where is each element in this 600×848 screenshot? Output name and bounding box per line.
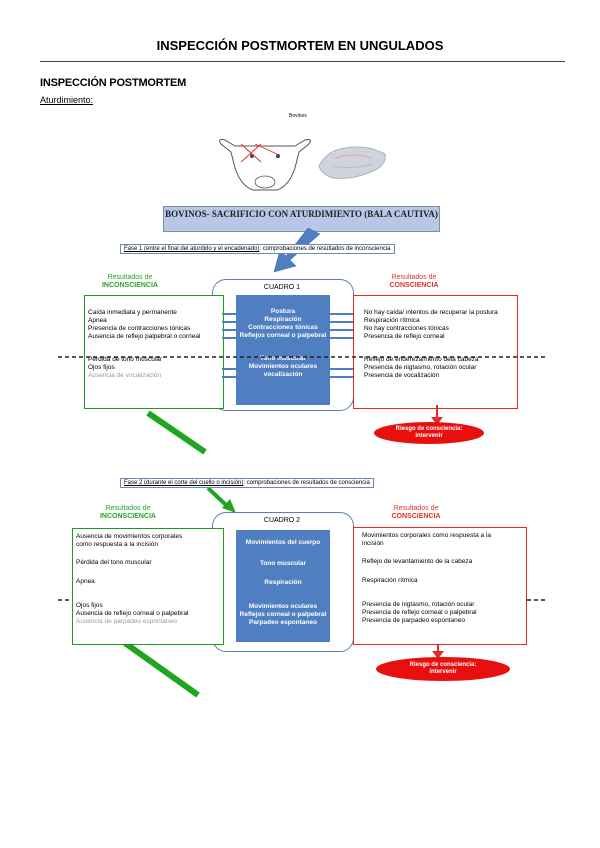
phase2-left-item: Ausencia de movimientos corporales (76, 533, 183, 540)
phase2-right-title: Resultados de CONSCIENCIA (366, 505, 466, 521)
phase2-left-item: como respuesta a la incisión (76, 541, 159, 548)
cuadro2-param: Tono muscular (259, 560, 307, 567)
phase2-left-item: Ausencia de reflejo corneal o palpebral (76, 610, 189, 617)
phase1-left-item: Ojos fijos (88, 364, 115, 371)
phase2-right-item: Respiración rítmica (362, 577, 418, 584)
phase1-left-title-line1: Resultados de (107, 274, 153, 281)
phase2-label-rest: : comprobaciones de resultados de consci… (243, 480, 370, 486)
cuadro1-param: Reflejos corneal o palpebral (239, 332, 327, 339)
title-banner: BOVINOS- SACRIFICIO CON ATURDIMIENTO (BA… (163, 206, 440, 232)
phase2-riesgo-line: intervenir (429, 669, 457, 675)
phase2-right-item: Movimientos corporales como respuesta a … (362, 532, 491, 539)
title-divider (40, 61, 565, 62)
phase1-right-item: Presencia de reflejo corneal (364, 333, 445, 340)
cuadro1-param: Contracciones tónicas (248, 324, 318, 331)
phase1-right-item: Presencia de vocalización (364, 372, 440, 379)
cuadro1-param: vocalización (263, 371, 303, 378)
phase1-right-item: Presencia de nigtasmo, rotación ocular (364, 364, 477, 371)
phase1-right-item: No hay caída/ intentos de recuperar la p… (364, 309, 498, 316)
subheading: Aturdimiento: (40, 95, 94, 105)
phase2-right-item: Reflejo de levantamiento de la cabeza (362, 558, 473, 565)
cow-skull-illustration (318, 146, 386, 179)
phase2-left-title-line2: INCONSCIENCIA (99, 513, 156, 520)
cuadro2-param: Reflejos corneal o palpebral (239, 611, 327, 618)
cuadro1-label: CUADRO 1 (263, 284, 301, 291)
cuadro1-param: Tono muscular (259, 355, 307, 362)
phase1-left-item-gray: Ausencia de vocalización (88, 372, 161, 379)
cuadro1-param: Postura (270, 308, 296, 315)
phase1-right-item: Reflejo de enderezamiento dela cabeza (364, 356, 479, 363)
phase1-consciencia-box: No hay caída/ intentos de recuperar la p… (353, 295, 518, 409)
phase1-left-item: Apnea (88, 317, 107, 324)
cuadro2-param: Movimientos del cuerpo (245, 539, 321, 546)
phase2-consciencia-box: Movimientos corporales como respuesta a … (353, 527, 527, 645)
cuadro2-param: Movimientos oculares (248, 603, 318, 610)
phase1-inconsciencia-box: Caída inmediata y permanente Apnea Prese… (84, 295, 224, 409)
phase1-right-item: No hay contracciones tónicas (364, 325, 449, 332)
phase2-left-item: Ojos fijos (76, 602, 103, 609)
cow-head-illustration (219, 139, 311, 191)
phase1-riesgo-line: Riesgo de consciencia: (395, 426, 463, 432)
phase2-left-title-line1: Resultados de (105, 505, 151, 512)
cuadro2-label: CUADRO 2 (263, 517, 301, 524)
phase1-left-item: Pérdida de tono muscular (88, 356, 163, 363)
section-heading: INSPECCIÓN POSTMORTEM (40, 77, 187, 89)
cuadro1-param: Respiración (264, 316, 302, 323)
phase1-riesgo-line: intervenir (415, 433, 443, 439)
phase2-riesgo-line: Riesgo de consciencia: (409, 662, 477, 668)
phase2-right-title-line2: CONSCIENCIA (391, 513, 441, 520)
phase2-label-main: Fase 2 (durante el corte del cuello o in… (124, 480, 244, 486)
phase2-left-title: Resultados de INCONSCIENCIA (78, 505, 178, 521)
cuadro1-param: Movimientos oculares (248, 363, 318, 370)
phase1-right-title-line1: Resultados de (391, 274, 437, 281)
phase1-label: Fase 1 (entre el final del aturdido y el… (120, 244, 395, 254)
figure-caption: Bovinos (289, 113, 307, 119)
phase2-right-item: Presencia de parpadeo espontaneo (362, 617, 465, 624)
cuadro2-param: Respiración (264, 579, 302, 586)
cuadro1-parameters-box: Postura Respiración Contracciones tónica… (236, 295, 330, 405)
phase2-riesgo-ellipse: Riesgo de consciencia:intervenir (376, 657, 510, 681)
phase1-riesgo-ellipse: Riesgo de consciencia:intervenir (374, 422, 484, 444)
phase1-right-title: Resultados de CONSCIENCIA (364, 274, 464, 290)
phase1-label-main: Fase 1 (entre el final del aturdido y el… (124, 246, 260, 252)
phase1-label-rest: : comprobaciones de resultados de incons… (259, 246, 391, 252)
phase1-left-item: Caída inmediata y permanente (88, 309, 177, 316)
phase2-left-item-gray: Ausencia de parpadeo espontaneo (76, 618, 177, 625)
cuadro2-param: Parpadeo espontaneo (249, 619, 317, 626)
phase2-right-item: Presencia de nigtasmo, rotación ocular (362, 601, 475, 608)
phase2-left-item: Apnea (76, 578, 95, 585)
phase1-left-item: Ausencia de reflejo palpebral o corneal (88, 333, 201, 340)
phase1-left-item: Presencia de contracciones tónicas (88, 325, 191, 332)
phase1-right-title-line2: CONSCIENCIA (389, 282, 439, 289)
phase2-right-item: incisión (362, 540, 384, 547)
document-title: INSPECCIÓN POSTMORTEM EN UNGULADOS (156, 38, 444, 53)
phase2-inconsciencia-box: Ausencia de movimientos corporales como … (72, 528, 224, 645)
phase2-right-item: Presencia de reflejo corneal o palpebral (362, 609, 477, 616)
phase1-right-item: Respiración rítmica (364, 317, 420, 324)
phase2-left-item: Pérdida del tono muscular (76, 559, 152, 566)
phase1-left-title-line2: INCONSCIENCIA (101, 282, 158, 289)
phase2-right-title-line1: Resultados de (393, 505, 439, 512)
cuadro2-parameters-box: Movimientos del cuerpo Tono muscular Res… (236, 530, 330, 642)
phase2-label: Fase 2 (durante el corte del cuello o in… (120, 478, 374, 488)
banner-text: BOVINOS- SACRIFICIO CON ATURDIMIENTO (BA… (165, 209, 438, 219)
phase1-left-title: Resultados de INCONSCIENCIA (80, 274, 180, 290)
